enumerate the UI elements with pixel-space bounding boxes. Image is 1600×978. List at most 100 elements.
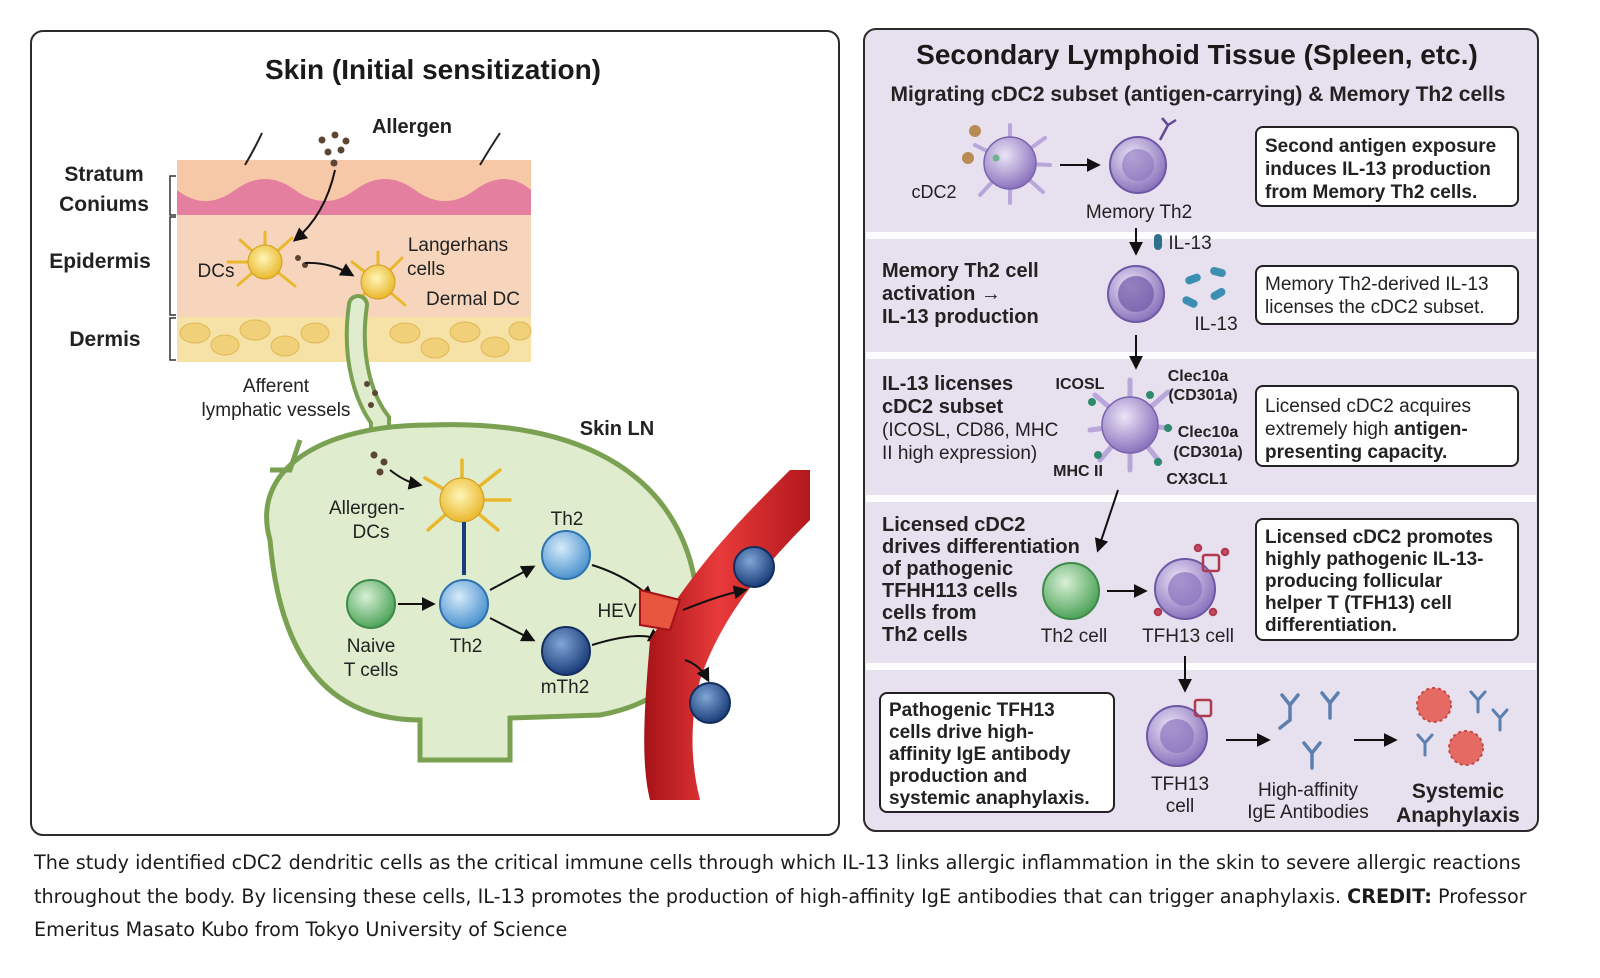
row-5-box-line-4: production and (889, 766, 1027, 787)
allergen-particles (318, 131, 350, 167)
cx3cl1-label: CX3CL1 (1166, 471, 1227, 488)
th2-cell-icon (439, 579, 489, 629)
mhc-label: MHC II (1053, 463, 1103, 480)
dcs-label: DCs (198, 261, 235, 282)
row-2-box (1255, 265, 1519, 325)
row-4-box-line-3: producing follicular (1265, 571, 1443, 592)
afferent-label-1: Afferent (243, 376, 310, 397)
right-panel-subtitle: Migrating cDC2 subset (antigen-carrying)… (891, 83, 1506, 106)
row-1-box-line-3: from Memory Th2 cells. (1265, 182, 1477, 203)
layer-brackets (169, 175, 176, 361)
tfh13-cell-label: TFH13 cell (1142, 626, 1234, 647)
clec-top-label-2: (CD301a) (1168, 387, 1237, 404)
row-5-box-line-3: affinity IgE antibody (889, 744, 1071, 765)
epidermis-label: Epidermis (49, 250, 151, 273)
anaphylaxis-label-1: Systemic (1412, 780, 1505, 803)
vessel-t-cell-icon-1 (733, 546, 775, 588)
clec-mid-label-2: (CD301a) (1173, 444, 1242, 461)
row-2-heading-3: IL-13 production (882, 306, 1039, 328)
row-2-box-line-1: Memory Th2-derived IL-13 (1265, 274, 1489, 295)
figure-caption: The study identified cDC2 dendritic cell… (34, 846, 1564, 947)
row-5-box-line-1: Pathogenic TFH13 (889, 700, 1055, 721)
row-4-heading-4: TFHH113 cells (882, 580, 1018, 602)
stratum-label-2: Coniums (59, 193, 149, 216)
th2-cell-icon-right (1042, 562, 1100, 620)
left-panel: Skin (Initial sensitization) Stratum C (30, 30, 840, 836)
row-4: Licensed cDC2 drives differentiation of … (882, 514, 1519, 693)
th2-cell-label: Th2 cell (1041, 626, 1108, 647)
credit-text: Professor Emeritus Masato Kubo from Toky… (34, 884, 1527, 942)
dermal-dc-label: Dermal DC (426, 289, 520, 310)
mth2-cell-icon (541, 626, 591, 676)
ige-antibody-icons (1278, 691, 1340, 770)
row-3-box-line-3: presenting capacity. (1265, 442, 1447, 463)
figure-canvas: Skin (Initial sensitization) Stratum C (30, 28, 1539, 836)
th2-top-label: Th2 (551, 509, 584, 530)
clec-top-label-1: Clec10a (1168, 368, 1229, 385)
caption-text: The study identified cDC2 dendritic cell… (34, 851, 1521, 908)
hev-label: HEV (597, 601, 636, 622)
row-1: cDC2 Memory Th2 Second antigen exposure … (911, 117, 1519, 256)
credit-label: CREDIT: (1347, 884, 1432, 908)
vessel-t-cell-icon-2 (689, 682, 731, 724)
anaphylaxis-label-2: Anaphylaxis (1396, 804, 1520, 827)
allergen-label: Allergen (372, 116, 452, 138)
dermis-fat-cells (179, 319, 532, 359)
cdc2-label: cDC2 (911, 182, 956, 202)
row-4-heading-6: Th2 cells (882, 624, 968, 646)
naive-label-2: T cells (344, 660, 399, 681)
clec-mid-label-1: Clec10a (1178, 424, 1239, 441)
left-panel-title: Skin (Initial sensitization) (265, 54, 601, 85)
right-panel: Secondary Lymphoid Tissue (Spleen, etc.)… (863, 28, 1539, 832)
stratum-label-1: Stratum (64, 163, 143, 186)
row-3-detail-2: II high expression) (882, 443, 1037, 464)
row-4-box-line-5: differentiation. (1265, 615, 1397, 636)
mth2-label: mTh2 (541, 677, 590, 698)
allergen-dcs-label-2: DCs (353, 522, 390, 543)
row-4-heading-5: cells from (882, 602, 976, 624)
dermis-label: Dermis (69, 328, 140, 351)
row-4-box-line-4: helper T (TFH13) cell (1265, 593, 1452, 614)
stratum-wave (177, 179, 531, 215)
row-3-heading-1: IL-13 licenses (882, 373, 1013, 395)
row-5-box-line-2: cells drive high- (889, 722, 1034, 743)
langerhans-label-2: cells (407, 259, 445, 280)
ige-label-2: IgE Antibodies (1247, 802, 1368, 823)
naive-t-cell-icon (346, 579, 396, 629)
row-separators (866, 232, 1536, 670)
row-1-box-line-2: induces IL-13 production (1265, 159, 1491, 180)
row-2: Memory Th2 cell activation → IL-13 produ… (882, 260, 1519, 370)
ige-label-1: High-affinity (1258, 780, 1358, 801)
naive-label-1: Naive (347, 636, 396, 657)
row-4-heading-2: drives differentiation (882, 536, 1080, 558)
row-2-heading-1: Memory Th2 cell (882, 260, 1039, 282)
icosl-label: ICOSL (1056, 376, 1105, 393)
row-3-box-plain-2: extremely high (1265, 419, 1394, 440)
allergen-dc-icon (423, 458, 512, 532)
dc-cell-icon (226, 230, 297, 288)
anaphylaxis-mast-cells-icon (1416, 687, 1509, 766)
row-4-box (1255, 518, 1519, 641)
il13-molecules (1182, 266, 1226, 308)
cdc2-cell-icon (962, 123, 1052, 205)
row-3-box (1255, 385, 1519, 467)
th2-mid-label: Th2 (450, 636, 483, 657)
row-1-box (1255, 126, 1519, 207)
row-3-box-bold-1: antigen- (1394, 419, 1468, 440)
row-2-heading-2: activation → (882, 283, 1001, 305)
skin-ln-label: Skin LN (580, 418, 654, 440)
afferent-label-2: lymphatic vessels (202, 400, 351, 421)
row-4-box-line-1: Licensed cDC2 promotes (1265, 527, 1493, 548)
row-1-box-line-1: Second antigen exposure (1265, 136, 1496, 157)
row-4-heading-1: Licensed cDC2 (882, 514, 1025, 536)
allergen-dcs-label-1: Allergen- (329, 498, 405, 519)
row-5: Pathogenic TFH13 cells drive high- affin… (879, 687, 1520, 827)
langerhans-cell-icon (350, 250, 407, 307)
row-3-box-line-1: Licensed cDC2 acquires (1265, 396, 1471, 417)
row-3: IL-13 licenses cDC2 subset (ICOSL, CD86,… (882, 368, 1519, 553)
row-3-heading-2: cDC2 subset (882, 396, 1003, 418)
right-panel-title: Secondary Lymphoid Tissue (Spleen, etc.) (916, 39, 1478, 70)
skin-block (177, 132, 532, 362)
row-4-heading-3: of pathogenic (882, 558, 1013, 580)
th2-top-cell-icon (541, 530, 591, 580)
